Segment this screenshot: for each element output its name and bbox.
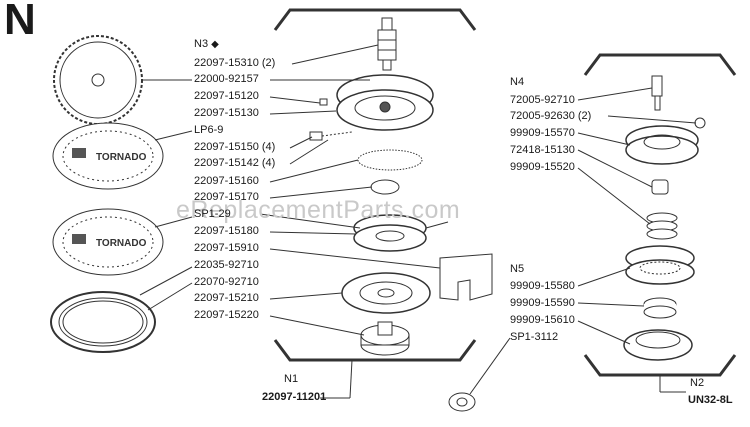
ring-part — [50, 291, 156, 353]
part-number-left[interactable]: 22097-15910 — [194, 242, 259, 254]
cup-part — [623, 329, 693, 361]
n2-bracket-top — [583, 53, 737, 76]
part-number-left[interactable]: 22097-15310 (2) — [194, 57, 276, 69]
housing-part — [336, 74, 434, 131]
part-number-left[interactable]: 22097-15142 (4) — [194, 157, 276, 169]
spring-part — [646, 212, 678, 240]
blade-part — [53, 35, 143, 125]
nut-part — [370, 179, 400, 195]
bearing-plate-part — [341, 272, 431, 314]
part-number-left[interactable]: 22000-92157 — [194, 73, 259, 85]
bump-knob-part — [643, 297, 677, 319]
part-number-left[interactable]: 22070-92710 — [194, 276, 259, 288]
part-number-n4[interactable]: 72005-92710 — [510, 94, 575, 106]
part-number-n5[interactable]: 99909-15580 — [510, 280, 575, 292]
part-number-left[interactable]: LP6-9 — [194, 124, 224, 136]
part-number-n5[interactable]: SP1-3112 — [510, 331, 559, 343]
assembly-number-n1[interactable]: 22097-11201 — [262, 391, 327, 403]
bolt-part — [377, 17, 397, 71]
guard-plate-upper: TORNADO — [52, 122, 164, 190]
head-cover-part — [625, 125, 699, 165]
part-number-left[interactable]: 22097-15210 — [194, 292, 259, 304]
group-label-n4: N4 — [510, 76, 525, 88]
line-spool-part — [625, 245, 695, 285]
small-knob-part — [448, 392, 476, 412]
diamond-icon: ◆ — [211, 39, 219, 50]
part-number-n5[interactable]: 99909-15590 — [510, 297, 575, 309]
part-number-left[interactable]: 22097-15170 — [194, 191, 259, 203]
part-number-n4[interactable]: 72418-15130 — [510, 144, 575, 156]
guard-plate-lower: TORNADO — [52, 208, 164, 276]
eyelet-part — [651, 179, 669, 195]
spool-part — [353, 214, 449, 252]
part-number-n5[interactable]: 99909-15610 — [510, 314, 575, 326]
part-number-left[interactable]: 22097-15120 — [194, 90, 259, 102]
group-n3-name: N3 — [194, 38, 209, 50]
assembly-number-n2[interactable]: UN32-8L — [688, 394, 733, 406]
shaft-part — [651, 75, 663, 111]
small-parts — [309, 98, 353, 141]
part-number-n4[interactable]: 99909-15570 — [510, 127, 575, 139]
group-label-n2: N2 — [690, 377, 705, 389]
part-number-left[interactable]: 22097-15220 — [194, 309, 259, 321]
group-label-n3: N3 ◆ — [194, 38, 219, 51]
screw-part — [694, 117, 706, 129]
washer-part — [357, 149, 423, 171]
part-number-left[interactable]: SP1-29 — [194, 208, 231, 220]
part-number-left[interactable]: 22097-15150 (4) — [194, 141, 276, 153]
watermark: eReplacementParts.com — [176, 196, 461, 224]
part-number-n4[interactable]: 99909-15520 — [510, 161, 575, 173]
n1-bracket-bottom — [273, 339, 477, 362]
section-letter: N — [4, 0, 36, 44]
group-label-n1: N1 — [284, 373, 299, 385]
svg-text:TORNADO: TORNADO — [96, 152, 147, 163]
part-number-left[interactable]: 22097-15160 — [194, 175, 259, 187]
part-number-n4[interactable]: 72005-92630 (2) — [510, 110, 592, 122]
knob-part — [360, 321, 410, 356]
svg-text:TORNADO: TORNADO — [96, 238, 147, 249]
part-number-left[interactable]: 22097-15130 — [194, 107, 259, 119]
part-number-left[interactable]: 22035-92710 — [194, 259, 259, 271]
bracket-clip-part — [439, 253, 493, 301]
part-number-left[interactable]: 22097-15180 — [194, 225, 259, 237]
group-label-n5: N5 — [510, 263, 525, 275]
n1-bracket-top — [273, 8, 477, 31]
